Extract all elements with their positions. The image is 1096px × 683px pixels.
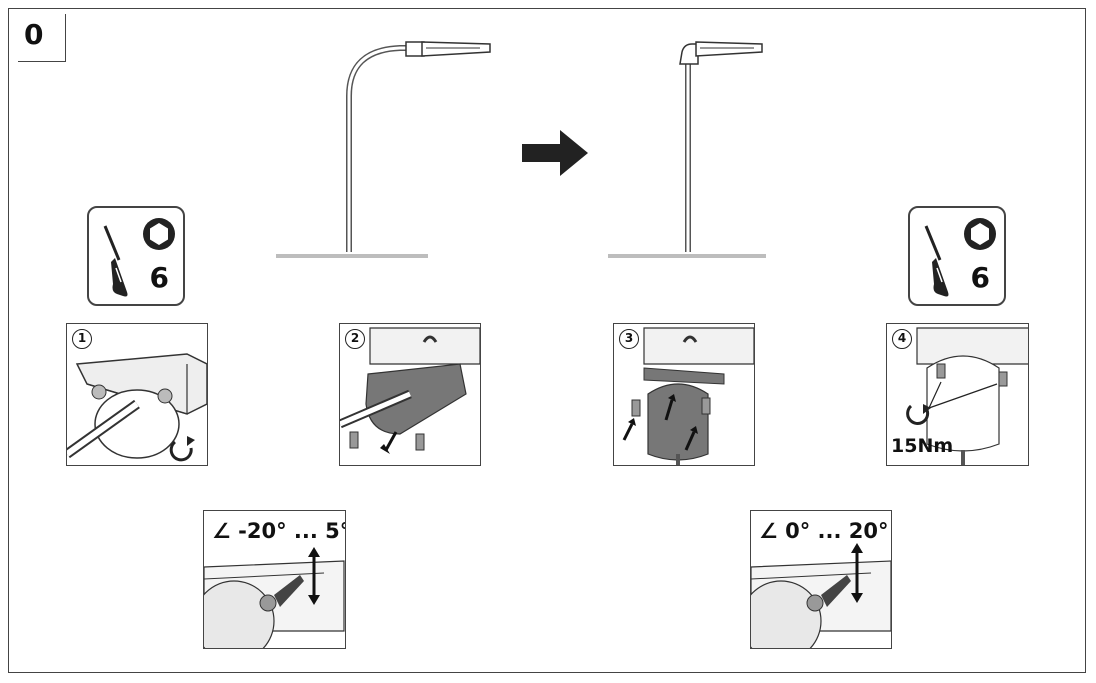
step-number-box: 0	[18, 14, 66, 62]
remove-bracket-illustration	[340, 327, 480, 454]
hex-size-label: 6	[970, 261, 990, 294]
loosen-screw-illustration	[67, 353, 207, 462]
tool-box-right: 6	[908, 206, 1006, 306]
step-badge: 1	[72, 329, 92, 349]
hex-socket-icon	[964, 218, 996, 250]
tilt-range-panel-right: ∠ 0° ... 20°	[750, 510, 892, 649]
tool-box-left: 6	[87, 206, 185, 306]
step-badge: 3	[619, 329, 639, 349]
screwdriver-icon	[924, 225, 949, 297]
step-badge: 2	[345, 329, 365, 349]
tighten-screws-illustration	[906, 327, 1028, 465]
screwdriver-icon	[103, 225, 128, 297]
straight-pole-illustration	[679, 41, 763, 252]
hex-socket-icon	[143, 218, 175, 250]
tilt-adjust-illustration	[751, 543, 891, 648]
tilt-range-label: ∠ -20° ... 5°	[212, 519, 346, 543]
mount-adapter-illustration	[622, 327, 754, 465]
step-panel-1: 1	[66, 323, 208, 466]
step-badge: 4	[892, 329, 912, 349]
torque-value: 15Nm	[891, 435, 954, 457]
step-panel-3: 3	[613, 323, 755, 466]
step-panel-4: 4 15Nm	[886, 323, 1029, 466]
diagram-frame	[8, 8, 1086, 673]
right-arrow-icon	[522, 130, 588, 176]
tilt-adjust-illustration	[204, 547, 345, 648]
step-number: 0	[24, 18, 44, 51]
hex-size-label: 6	[149, 261, 169, 294]
step-panel-2: 2	[339, 323, 481, 466]
tilt-range-label: ∠ 0° ... 20°	[759, 519, 889, 543]
curved-pole-illustration	[346, 41, 491, 252]
ground-line-left	[276, 254, 428, 258]
tilt-range-panel-left: ∠ -20° ... 5°	[203, 510, 346, 649]
ground-line-right	[608, 254, 766, 258]
